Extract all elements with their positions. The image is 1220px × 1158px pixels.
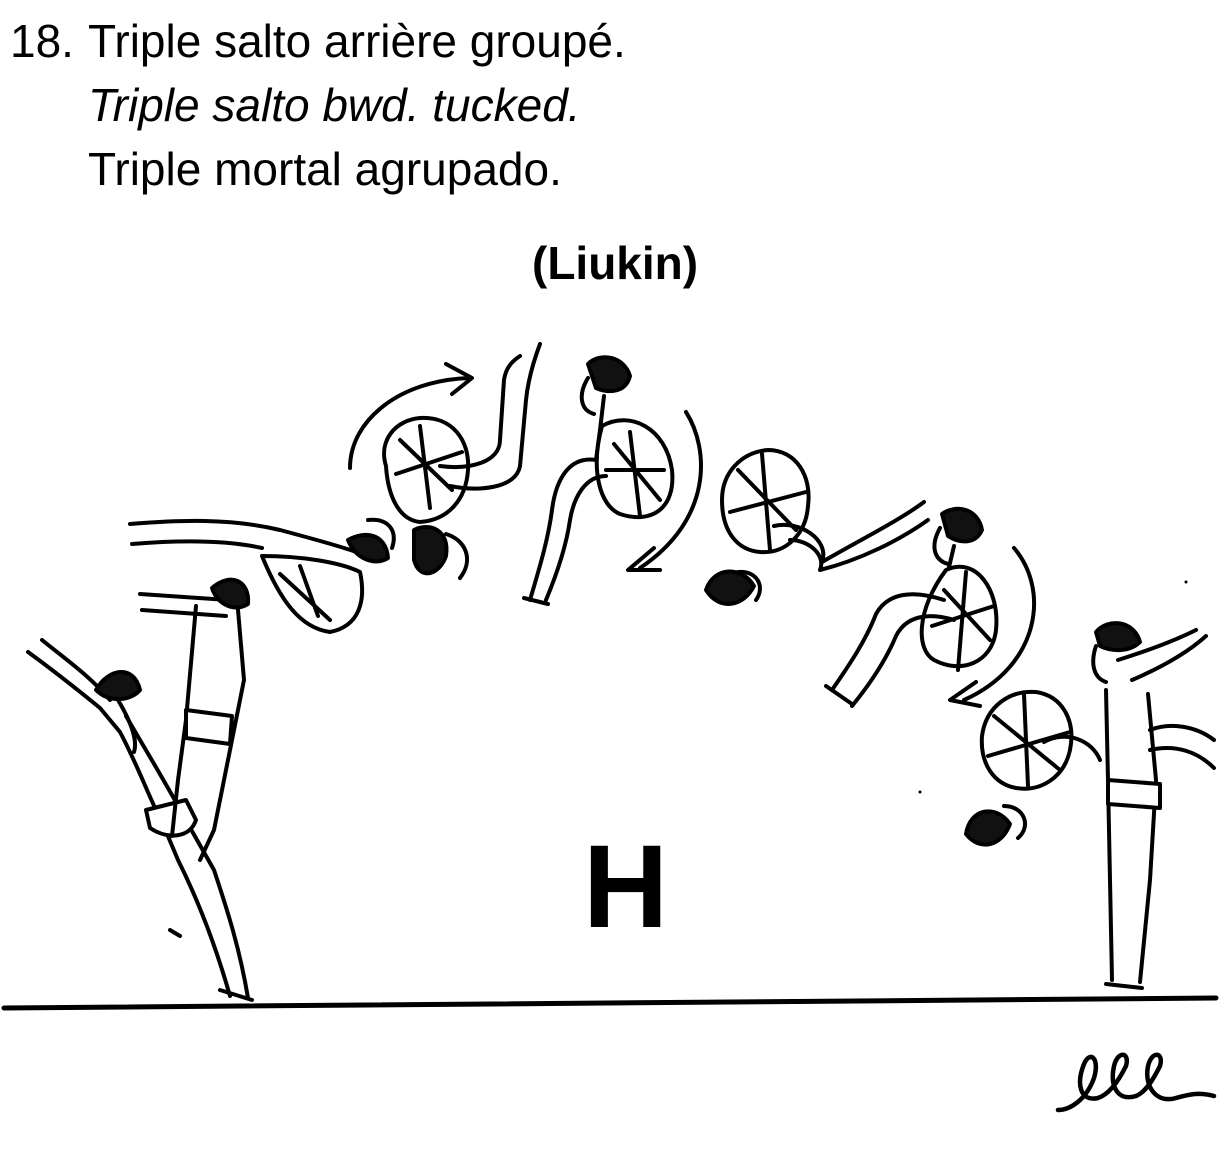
gymnast-snapdown: [138, 577, 251, 862]
rotation-arrow-1: [348, 362, 474, 470]
gymnast-tuck-3: [704, 448, 930, 606]
gymnast-landing: [1091, 621, 1216, 990]
rotation-arrow-3: [948, 546, 1036, 708]
rotation-arrow-2: [626, 410, 703, 572]
title-spanish: Triple mortal agrupado.: [88, 143, 562, 195]
gymnast-roundoff: [26, 638, 254, 1002]
gymnast-layout: [128, 517, 396, 634]
speck-2: [918, 790, 922, 794]
title-french: Triple salto arrière groupé.: [88, 15, 626, 67]
element-number: 18.: [10, 15, 74, 67]
gymnast-tuck-2: [522, 355, 675, 606]
gymnast-tuck-4: [824, 506, 999, 708]
floor-exercise-symbol: [1055, 1052, 1217, 1113]
gymnast-tuck-5: [964, 689, 1102, 847]
title-english: Triple salto bwd. tucked.: [88, 79, 581, 131]
speck-1: [1184, 580, 1188, 584]
floor-line: [1, 995, 1219, 1011]
gymnast-tuck-1: [382, 342, 542, 580]
gymnast-name: (Liukin): [532, 237, 699, 289]
difficulty-value: H: [583, 821, 669, 953]
